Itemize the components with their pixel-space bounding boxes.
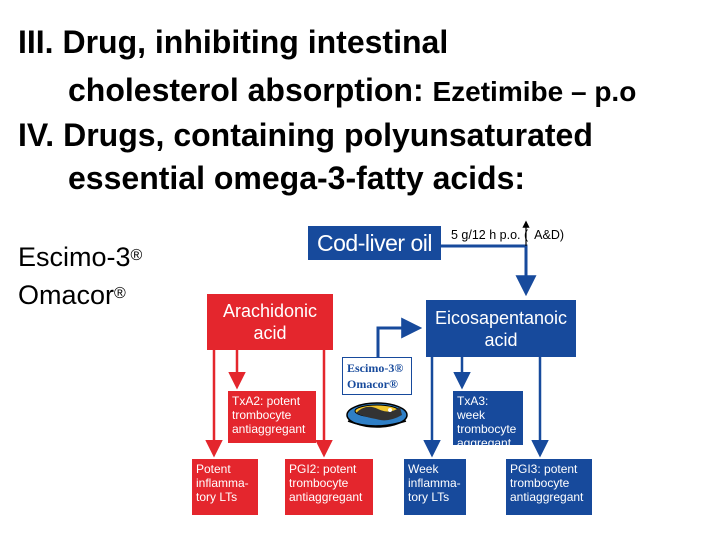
heading-line-2: cholesterol absorption: Ezetimibe – p.o <box>68 72 636 110</box>
potent-lts-line-2: inflamma- <box>196 476 249 490</box>
pgi3-line-1: PGI3: potent <box>510 462 578 476</box>
pgi3-box: PGI3: potent trombocyte antiaggregant <box>506 459 592 515</box>
cod-liver-oil-box: Cod-liver oil <box>308 226 441 260</box>
potent-lts-line-1: Potent <box>196 462 231 476</box>
txa2-line-3: antiaggregant <box>232 422 306 436</box>
txa2-line-2: trombocyte <box>232 408 292 422</box>
arachidonic-acid-box: Arachidonic acid <box>207 294 333 350</box>
pgi2-line-2: trombocyte <box>289 476 349 490</box>
fish-capsule-icon <box>346 402 408 428</box>
pgi2-box: PGI2: potent trombocyte antiaggregant <box>285 459 373 515</box>
arachidonic-label-2: acid <box>253 323 287 343</box>
txa2-line-1: TxA2: potent <box>232 394 301 408</box>
txa3-line-3: aggregant <box>457 436 512 450</box>
dose-label: 5 g/12 h p.o. ( A&D) <box>451 228 564 242</box>
dose-text: 5 g/12 h p.o. ( <box>451 228 529 242</box>
registered-mark: ® <box>130 247 143 264</box>
txa3-line-2: trombocyte <box>457 422 517 436</box>
product-omacor-label: Omacor <box>18 280 115 310</box>
dose-text-end: A&D) <box>534 228 565 242</box>
week-lts-line-2: inflamma- <box>408 476 461 490</box>
product-escimo-label: Escimo-3 <box>18 242 131 272</box>
epa-label: Eicosapentanoic <box>434 307 568 328</box>
week-lts-box: Week inflamma- tory LTs <box>404 459 466 515</box>
pgi3-line-3: antiaggregant <box>510 490 584 504</box>
arachidonic-label: Arachidonic <box>222 301 318 321</box>
ezetimibe-text: Ezetimibe – p.o <box>432 76 637 107</box>
eicosapentanoic-acid-box: Eicosapentanoic acid <box>426 300 576 357</box>
heading-line-1: III. Drug, inhibiting intestinal <box>18 24 449 60</box>
escimo-tag-line-2: Omacor® <box>347 377 398 391</box>
txa3-line-1: TxA3: week <box>457 394 489 422</box>
heading-line-4: essential omega-3-fatty acids: <box>68 160 526 196</box>
arrow-escimo-to-epa <box>376 317 423 358</box>
pgi2-line-3: antiaggregant <box>289 490 363 504</box>
potent-lts-box: Potent inflamma- tory LTs <box>192 459 258 515</box>
product-escimo: Escimo-3® <box>18 242 142 273</box>
week-lts-line-1: Week <box>408 462 439 476</box>
txa2-box: TxA2: potent trombocyte antiaggregant <box>228 391 316 443</box>
arrow-cod-to-epa <box>440 244 537 297</box>
week-lts-line-3: tory LTs <box>408 490 450 504</box>
heading-line-3: IV. Drugs, containing polyunsaturated <box>18 117 593 153</box>
heading-line-2-text: cholesterol absorption: <box>68 72 424 108</box>
potent-lts-line-3: tory LTs <box>196 490 238 504</box>
product-omacor: Omacor® <box>18 280 126 311</box>
pgi3-line-2: trombocyte <box>510 476 570 490</box>
epa-label-2: acid <box>484 329 518 350</box>
escimo-omacor-tag: Escimo-3® Omacor® <box>342 357 412 395</box>
escimo-tag-line-1: Escimo-3® <box>347 361 404 375</box>
registered-mark: ® <box>114 285 126 302</box>
pgi2-line-1: PGI2: potent <box>289 462 357 476</box>
txa3-box: TxA3: week trombocyte aggregant <box>453 391 523 450</box>
